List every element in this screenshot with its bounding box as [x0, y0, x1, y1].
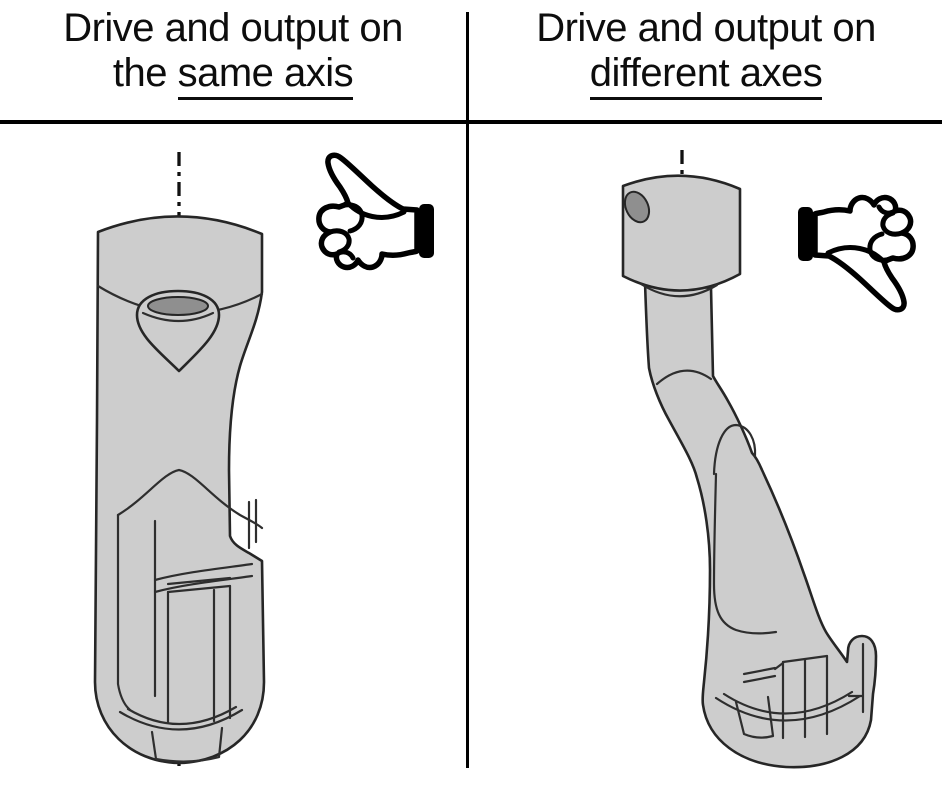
right-title-line1: Drive and output on [536, 6, 876, 50]
thumbs-down-icon [798, 197, 913, 309]
right-panel-title: Drive and output on different axes [470, 6, 942, 100]
drive-hole [623, 190, 651, 224]
vertical-divider [466, 12, 469, 768]
offset-tool-body [621, 174, 878, 769]
left-title-line1: Drive and output on [63, 6, 403, 50]
offset-tool-drawing [621, 150, 942, 774]
socket-cutaway [116, 468, 264, 763]
straight-tool-drawing [93, 152, 466, 766]
thumbs-up-icon [319, 155, 434, 267]
left-title-underlined: same axis [177, 50, 354, 100]
straight-tool-body [93, 215, 266, 765]
drive-head [621, 174, 742, 292]
left-title-line2-plain: the [112, 50, 178, 95]
horizontal-divider [0, 120, 942, 124]
bend-details [655, 369, 778, 635]
socket-cutaway [714, 642, 865, 740]
right-title-underlined: different axes [589, 50, 823, 100]
drive-hole [147, 296, 209, 316]
left-panel-title: Drive and output on the same axis [0, 6, 466, 100]
